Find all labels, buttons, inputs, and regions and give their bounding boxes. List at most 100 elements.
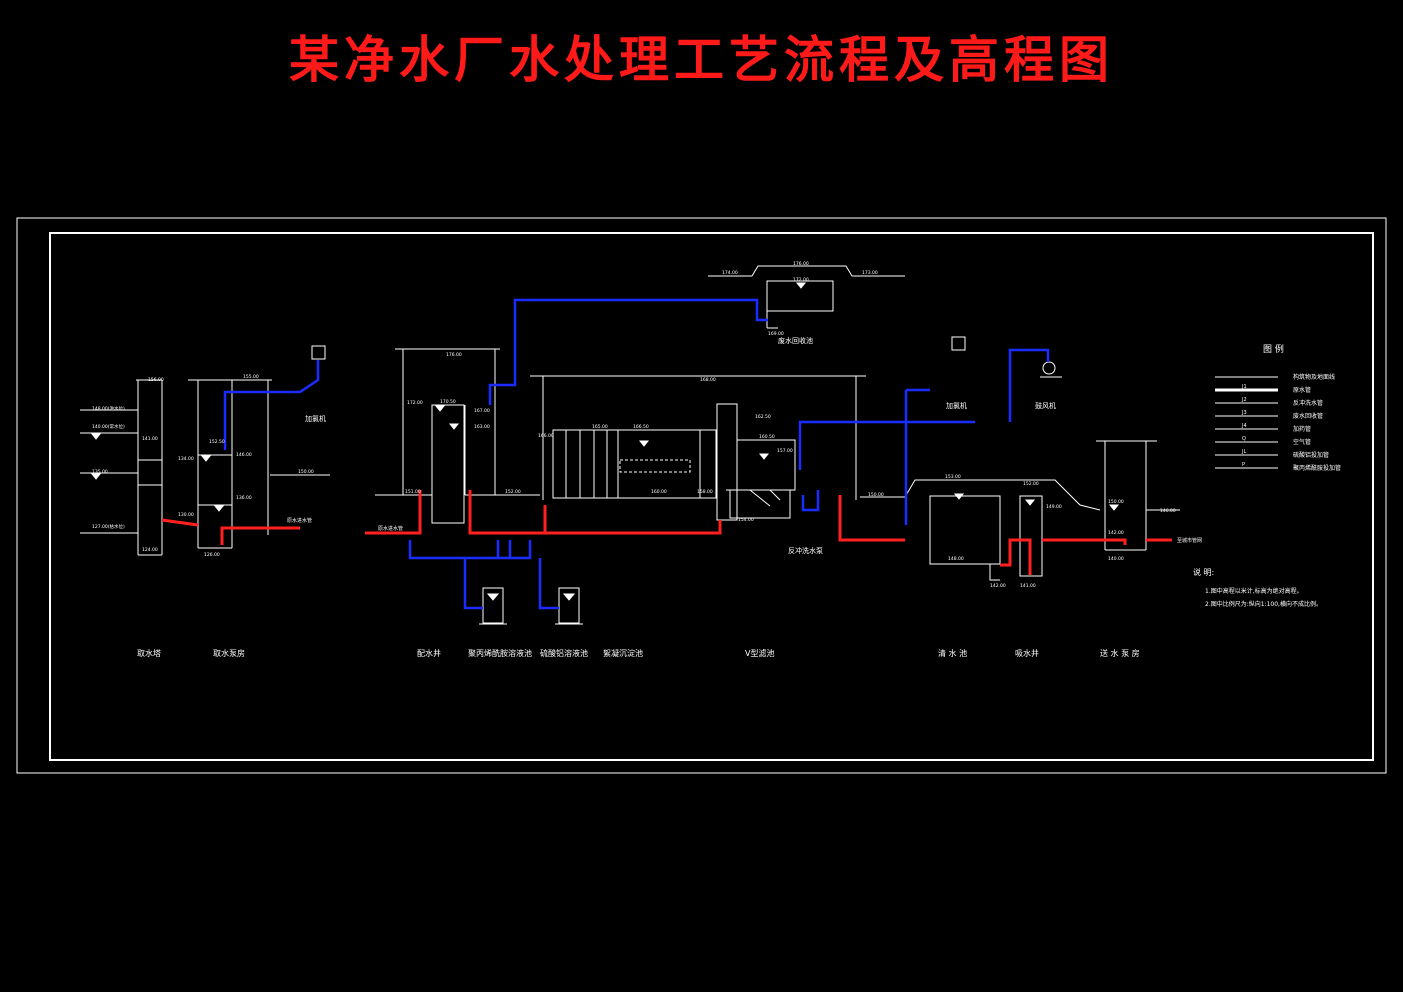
annotation-to-network: 至城市管网 (1177, 537, 1202, 544)
unit-label-mixing: 配水井 (417, 648, 441, 658)
inner-frame (49, 232, 1374, 761)
elevation-label: 168.00 (700, 377, 716, 383)
legend-code: JL (1241, 449, 1246, 455)
elevation-label: 154.00 (738, 517, 754, 523)
elevation-label: 146.00 (1160, 508, 1176, 514)
elevation-label: 150.00 (298, 469, 314, 475)
legend-item: 聚丙烯酰胺投加管 (1293, 464, 1341, 472)
elevation-label: 173.00 (862, 270, 878, 276)
chlorinator-box-2 (951, 336, 966, 351)
blower-symbol (1040, 361, 1062, 378)
elevation-label: 136.00 (236, 495, 252, 501)
legend-item: 构筑物及地面线 (1293, 373, 1335, 381)
elevation-label: 156.00 (148, 377, 164, 383)
legend-item: 废水回收管 (1293, 412, 1323, 420)
elevation-label: 134.00 (178, 456, 194, 462)
elevation-label: 172.00 (407, 400, 423, 406)
unit-label-clearwell: 清 水 池 (938, 648, 967, 658)
intake-tower (80, 379, 163, 556)
elevation-label: 142.00 (990, 583, 1006, 589)
elevation-label: 176.00 (446, 352, 462, 358)
elevation-label: 163.00 (474, 424, 490, 430)
notes: 说 明: 1.图中高程以米计,标高为绝对高程。 2.图中比例尺为:纵向1:100… (1193, 567, 1322, 608)
outer-frame (16, 217, 1387, 774)
raw-pump-house (188, 379, 330, 549)
unit-label-suction-well: 吸水井 (1015, 648, 1039, 658)
elevation-label: 140.00 (1108, 556, 1124, 562)
v-filter (716, 403, 796, 521)
unit-label-alum: 硫酸铝溶液池 (540, 648, 588, 658)
legend-item: 加药管 (1293, 425, 1311, 433)
delivery-pump-house (1096, 440, 1180, 551)
legend-code: J3 (1241, 410, 1247, 416)
elevation-label: 142.00 (1108, 530, 1124, 536)
elevation-label: 162.50 (755, 414, 771, 420)
chlorinator-box-1 (311, 345, 326, 360)
elevation-label: 155.00 (243, 374, 259, 380)
legend-item: 空气管 (1293, 438, 1311, 446)
elevation-label: 148.00(洪水位) (92, 405, 125, 412)
elevation-label: 127.00(枯水位) (92, 523, 125, 530)
annotation-recovery-tank: 废水回收池 (778, 336, 813, 345)
unit-label-delivery-pump: 送 水 泵 房 (1100, 648, 1140, 658)
annotation-blower: 鼓风机 (1035, 401, 1056, 410)
raw-water-pipes (161, 490, 1172, 575)
elevation-label: 124.00 (142, 547, 158, 553)
elevation-label: 152.00 (505, 489, 521, 495)
elevation-label: 176.00 (793, 261, 809, 267)
unit-label-sedimentation: 絮凝沉淀池 (603, 648, 643, 658)
unit-label-raw-pump: 取水泵房 (213, 648, 245, 658)
elevation-label: 146.00 (236, 452, 252, 458)
elevation-label: 165.00 (592, 424, 608, 430)
note-item: 1.图中高程以米计,标高为绝对高程。 (1205, 587, 1303, 595)
legend-code: J1 (1241, 384, 1247, 390)
annotation-backwash-pump: 反冲洗水泵 (788, 546, 823, 555)
legend-code: Q (1242, 436, 1246, 442)
alum-tank (555, 587, 583, 625)
elevation-label: 172.00 (793, 277, 809, 283)
annotation-chlorinator-1: 加氯机 (305, 414, 326, 423)
notes-title: 说 明: (1193, 567, 1214, 577)
elevation-label: 140.00(常水位) (92, 423, 125, 430)
elevation-label: 150.00 (1108, 499, 1124, 505)
legend-code: J4 (1241, 423, 1247, 429)
service-pipes (223, 298, 1050, 610)
elevation-label: 157.00 (777, 448, 793, 454)
legend: 图 例 构筑物及地面线 原水管 反冲洗水管 废水回收管 加药管 空气管 硫酸铝投… (1215, 343, 1341, 472)
elevation-label: 141.00 (1020, 583, 1036, 589)
note-item: 2.图中比例尺为:纵向1:100,横向不成比例。 (1205, 600, 1322, 608)
mixing-well (375, 348, 540, 524)
legend-code: J2 (1241, 397, 1247, 403)
elevation-label: 174.00 (722, 270, 738, 276)
elevation-label: 149.00 (1046, 504, 1062, 510)
elevation-label: 151.00 (405, 489, 421, 495)
elevation-label: 166.50 (633, 424, 649, 430)
elevation-label: 170.50 (440, 399, 456, 405)
elevation-label: 130.00 (178, 512, 194, 518)
elevation-label: 148.00 (948, 556, 964, 562)
elevation-label: 141.00 (142, 436, 158, 442)
elevation-label: 166.00 (538, 433, 554, 439)
elevation-label: 152.00 (1023, 481, 1039, 487)
clearwell (860, 479, 1101, 581)
annotation-to-mix: 原水进水管 (378, 525, 403, 532)
sedimentation-tank (530, 375, 866, 500)
elevation-label: 160.00 (651, 489, 667, 495)
legend-item: 反冲洗水管 (1293, 399, 1323, 407)
legend-title: 图 例 (1263, 343, 1284, 355)
elevation-label: 150.00 (868, 492, 884, 498)
legend-code: P (1242, 462, 1245, 468)
annotation-chlorinator-2: 加氯机 (946, 401, 967, 410)
legend-item: 硫酸铝投加管 (1293, 451, 1329, 459)
elevation-label: 169.00 (768, 331, 784, 337)
page-title: 某净水厂水处理工艺流程及高程图 (289, 30, 1114, 89)
elevation-label: 126.00 (204, 552, 220, 558)
elevation-label: 153.00 (945, 474, 961, 480)
elevation-label: 135.00 (92, 469, 108, 475)
pac-tank (479, 587, 507, 625)
unit-label-intake: 取水塔 (137, 648, 161, 658)
elevation-label: 152.50 (209, 439, 225, 445)
legend-item: 原水管 (1293, 386, 1311, 394)
unit-label-pac: 聚丙烯酰胺溶液池 (468, 648, 532, 658)
